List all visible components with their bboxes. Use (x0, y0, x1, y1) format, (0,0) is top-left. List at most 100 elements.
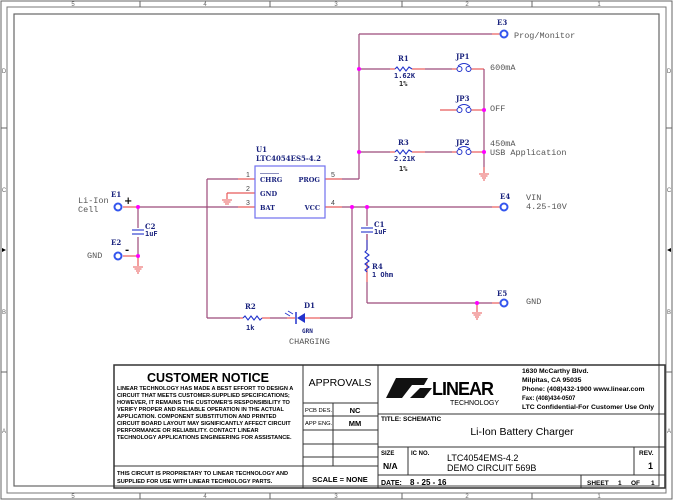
d1-label: CHARGING (289, 337, 330, 347)
company-address: 1630 McCarthy Blvd. Milpitas, CA 95035 P… (522, 368, 654, 411)
terminal-e1[interactable]: E1 + Li-Ion Cell (78, 190, 132, 215)
jp3-ref: JP3 (455, 94, 470, 103)
u1-part: LTC4054ES5-4.2 (256, 154, 321, 163)
size-value: N/A (383, 461, 398, 471)
e3-label: Prog/Monitor (514, 31, 575, 41)
customer-notice: CUSTOMER NOTICE LINEAR TECHNOLOGY HAS MA… (117, 371, 293, 485)
pin-name: VCC (304, 204, 320, 212)
approval-role: PCB DES. (305, 408, 332, 414)
e2-ref: E2 (111, 238, 121, 247)
led-d1[interactable]: D1 GRN CHARGING (284, 301, 330, 347)
jumper-jp1[interactable]: JP1 600mA (455, 52, 516, 73)
r4-value: 1 Ohm (372, 271, 393, 279)
terminal-e5[interactable]: E5 GND (497, 289, 541, 308)
drawing-frame (13, 13, 660, 487)
pin-number: 5 (331, 172, 335, 179)
resistor-r1[interactable]: R1 1.62K 1% (394, 54, 416, 88)
terminal-e4[interactable]: E4 VIN 4.25-10V (499, 192, 568, 212)
ic-u1[interactable]: U1 LTC4054ES5-4.2 CHRG GND BAT PROG VCC … (246, 145, 335, 219)
pin-number: 1 (246, 172, 250, 179)
border-frame (6, 6, 667, 494)
address-line: Milpitas, CA 95035 (522, 377, 582, 384)
ground-icon (479, 173, 489, 181)
plus-sign: + (124, 196, 132, 207)
terminal-e3[interactable]: E3 Prog/Monitor (497, 18, 575, 41)
date-value: 8 - 25 - 16 (410, 478, 447, 487)
date-label: DATE: (381, 480, 402, 487)
pin-name: BAT (260, 204, 275, 212)
notice-line: CIRCUIT BOARD LAYOUT MAY SIGNIFICANTLY A… (117, 421, 291, 427)
e5-label: GND (526, 297, 541, 307)
jumper-jp3[interactable]: JP3 OFF (455, 94, 505, 114)
col-label: 5 (71, 494, 75, 500)
drawing-title: TITLE: SCHEMATIC Li-Ion Battery Charger (381, 416, 574, 438)
r4-ref: R4 (372, 262, 383, 271)
terminal-e2[interactable]: E2 - GND (87, 238, 129, 261)
drawing-title-text: Li-Ion Battery Charger (470, 426, 574, 438)
approval-initials: NC (350, 406, 361, 415)
r1-value: 1.62K (394, 72, 416, 80)
resistor-r2[interactable]: R2 1k (242, 302, 263, 332)
capacitor-c1[interactable]: C1 1uF (361, 220, 387, 236)
rev-label: REV. (639, 450, 654, 457)
col-label: 4 (203, 2, 207, 8)
pin-number: 3 (246, 200, 250, 207)
ground-symbols (133, 173, 489, 320)
col-label: 4 (203, 494, 207, 500)
title-label: TITLE: SCHEMATIC (381, 416, 441, 423)
size-label: SIZE (381, 451, 394, 457)
center-arrow-icon (2, 248, 6, 252)
lt-logo-icon (386, 378, 428, 398)
pin-number: 2 (246, 186, 250, 193)
ic-number: LTC4054EMS-4.2 (447, 453, 518, 463)
approval-initials: MM (349, 419, 362, 428)
jp2-label: 450mA (490, 139, 516, 149)
minus-sign: - (125, 245, 129, 256)
r3-tolerance: 1% (399, 165, 408, 173)
resistor-r3[interactable]: R3 2.21K 1% (394, 138, 416, 173)
notice-line: PERFORMANCE OR RELIABILITY. CONTACT LINE… (117, 428, 259, 434)
c1-value: 1uF (374, 228, 387, 236)
sheet-number: 1 (618, 480, 622, 487)
rev-value: 1 (648, 461, 653, 471)
notice-title: CUSTOMER NOTICE (147, 371, 269, 385)
col-label: 5 (71, 2, 75, 8)
jumper-jp2[interactable]: JP2 450mA USB Application (455, 138, 567, 158)
e1-label: Cell (78, 205, 98, 215)
e3-ref: E3 (497, 18, 507, 27)
pin-name: GND (260, 190, 277, 198)
jp3-label: OFF (490, 104, 505, 114)
resistor-r4[interactable]: R4 1 Ohm (364, 240, 393, 279)
row-label: A (667, 429, 671, 435)
e2-label: GND (87, 251, 102, 261)
ground-icon (133, 266, 143, 274)
r2-ref: R2 (245, 302, 256, 311)
e1-label: Li-Ion (78, 196, 109, 206)
capacitor-c2[interactable]: C2 1uF (132, 222, 158, 238)
row-label: D (667, 69, 672, 75)
r1-ref: R1 (398, 54, 409, 63)
ground-icon (222, 199, 232, 205)
row-label: A (2, 429, 6, 435)
junctions (136, 67, 486, 305)
address-line: LTC Confidential-For Customer Use Only (522, 404, 654, 411)
c1-ref: C1 (374, 220, 385, 229)
title-block (113, 364, 666, 489)
wires (123, 33, 500, 319)
col-label: 3 (334, 2, 338, 8)
col-label: 3 (334, 494, 338, 500)
address-line: Phone: (408)432-1900 www.linear.com (522, 386, 645, 393)
row-label: B (667, 310, 671, 316)
col-label: 2 (465, 2, 469, 8)
logo-sub: TECHNOLOGY (450, 400, 499, 407)
address-line: 1630 McCarthy Blvd. (522, 368, 589, 375)
r3-value: 2.21K (394, 155, 416, 163)
r1-tolerance: 1% (399, 80, 408, 88)
jp1-ref: JP1 (455, 52, 470, 61)
pin-name: CHRG (260, 176, 283, 184)
center-arrow-icon (667, 248, 671, 252)
jp2-label: USB Application (490, 148, 567, 158)
col-label: 1 (597, 494, 601, 500)
row-label: C (2, 188, 7, 194)
